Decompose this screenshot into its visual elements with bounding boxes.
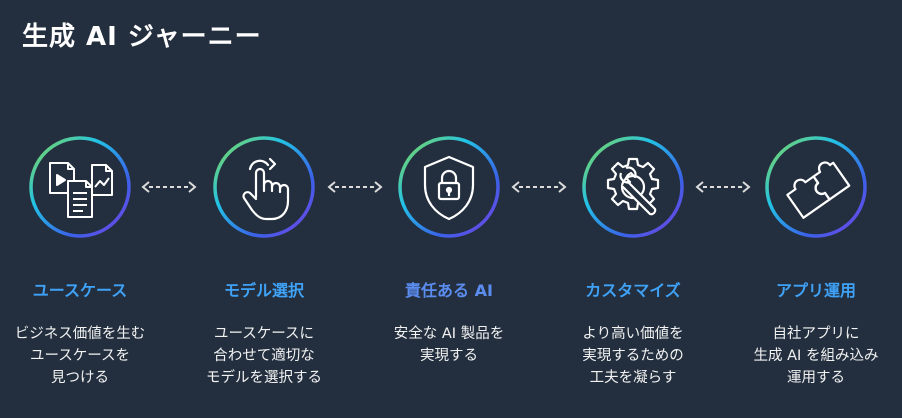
step-ring	[212, 135, 316, 239]
step-description: 自社アプリに 生成 AI を組み込み 運用する	[753, 326, 879, 386]
journey-step-app-operation: アプリ運用 自社アプリに 生成 AI を組み込み 運用する	[731, 135, 901, 389]
gear-wrench-icon	[606, 157, 660, 216]
shield-lock-icon	[423, 155, 475, 221]
bidirectional-arrow-icon	[695, 181, 751, 193]
journey-step-responsible-ai: 責任ある AI 安全な AI 製品を 実現する	[364, 135, 534, 367]
step-label: 責任ある AI	[405, 281, 493, 300]
step-description: ユースケースに 合わせて適切な モデルを選択する	[206, 326, 322, 386]
step-description: 安全な AI 製品を 実現する	[393, 326, 505, 364]
step-description: より高い価値を 実現するための 工夫を凝らす	[582, 326, 684, 386]
documents-icon	[49, 162, 113, 218]
bidirectional-arrow-icon	[327, 181, 383, 193]
bidirectional-arrow-icon	[511, 181, 567, 193]
pointer-hand-icon	[242, 157, 290, 221]
step-ring	[764, 135, 868, 239]
puzzle-icon	[786, 161, 851, 219]
step-ring	[28, 135, 132, 239]
step-label: ユースケース	[32, 281, 128, 300]
step-ring	[397, 135, 501, 239]
step-label: モデル選択	[223, 281, 304, 300]
step-description: ビジネス価値を生む ユースケースを 見つける	[14, 326, 146, 386]
step-ring	[581, 135, 685, 239]
step-label: カスタマイズ	[585, 281, 681, 300]
bidirectional-arrow-icon	[141, 181, 197, 193]
journey-step-usecase: ユースケース ビジネス価値を生む ユースケースを 見つける	[0, 135, 165, 389]
page-title: 生成 AI ジャーニー	[22, 22, 262, 52]
step-label: アプリ運用	[775, 281, 856, 300]
journey-step-model-selection: モデル選択 ユースケースに 合わせて適切な モデルを選択する	[179, 135, 349, 389]
journey-step-customize: カスタマイズ より高い価値を 実現するための 工夫を凝らす	[548, 135, 718, 389]
